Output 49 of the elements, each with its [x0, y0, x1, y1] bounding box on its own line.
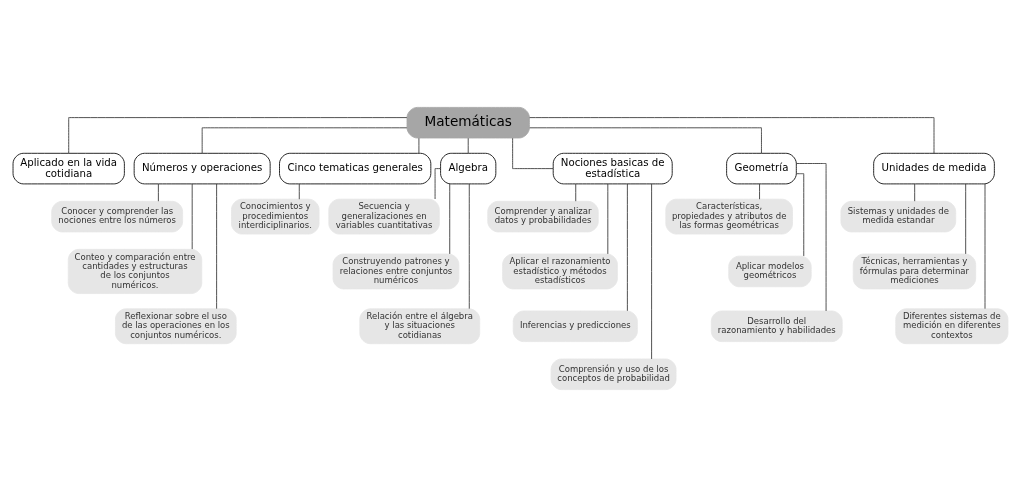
connector	[157, 183, 159, 202]
connector	[626, 183, 628, 311]
node-box: Conteo y comparación entre cantidades y estructuras de los conjuntos numéricos.	[67, 248, 203, 294]
connector	[449, 183, 451, 254]
node-box: Aplicado en la vida cotidiana	[12, 152, 125, 184]
node-box: Características, propiedades y atributos de las formas geométricas	[665, 198, 793, 234]
node-box: Nociones basicas de estadística	[552, 152, 673, 184]
node-box: Aplicar el razonamiento estadístico y métodos estadísticos	[502, 253, 618, 289]
connector	[468, 183, 470, 309]
node-box: Diferentes sistemas de medición en diferentes contextos	[895, 307, 1009, 344]
connector	[68, 116, 408, 154]
connector	[216, 183, 218, 309]
node-box: Técnicas, herramientas y fórmulas para determinar mediciones	[852, 253, 977, 289]
connector	[298, 183, 300, 200]
node-box: Conocer y comprender las nociones entre los números	[51, 200, 184, 232]
connector	[191, 183, 193, 249]
node-box: Comprensión y uso de los conceptos de probabilidad	[550, 358, 677, 390]
node-box: Números y operaciones	[133, 152, 271, 184]
connector	[467, 137, 469, 153]
connector	[418, 137, 420, 153]
node-box: Reflexionar sobre el uso de las operaciones en los conjuntos numéricos.	[115, 307, 237, 344]
node-box: Conocimientos y procedimientos interdiciplinarios.	[231, 198, 320, 234]
connector	[512, 137, 554, 169]
node-box: Comprender y analizar datos y probabilidades	[487, 200, 599, 232]
connector	[914, 183, 916, 202]
node-box: Unidades de medida	[873, 152, 995, 184]
node-box: Sistemas y unidades de medida estandar	[840, 200, 957, 232]
connector	[607, 183, 609, 254]
connector	[795, 172, 805, 256]
connector	[529, 126, 762, 154]
node-box: Aplicar modelos geométricos	[728, 255, 812, 287]
connector	[965, 183, 967, 254]
connector	[759, 183, 760, 200]
node-box: Matemáticas	[406, 106, 530, 138]
node-box: Desarrollo del razonamiento y habilidades	[710, 310, 843, 342]
node-box: Algebra	[440, 152, 497, 184]
node-box: Cinco tematicas generales	[279, 152, 432, 184]
connector	[796, 162, 827, 311]
connector	[575, 183, 577, 202]
connector	[201, 126, 408, 154]
connector	[529, 116, 935, 154]
node-box: Geometría	[726, 152, 797, 184]
node-box: Construyendo patrones y relaciones entre conjuntos numéricos	[332, 253, 460, 289]
node-box: Inferencias y predicciones	[512, 310, 638, 342]
node-box: Secuencia y generalizaciones en variables cuantitativas	[328, 198, 440, 234]
connector	[651, 183, 653, 359]
node-box: Relación entre el álgebra y las situaciones cotidianas	[359, 307, 481, 344]
connector	[984, 183, 986, 309]
connector	[434, 167, 441, 199]
